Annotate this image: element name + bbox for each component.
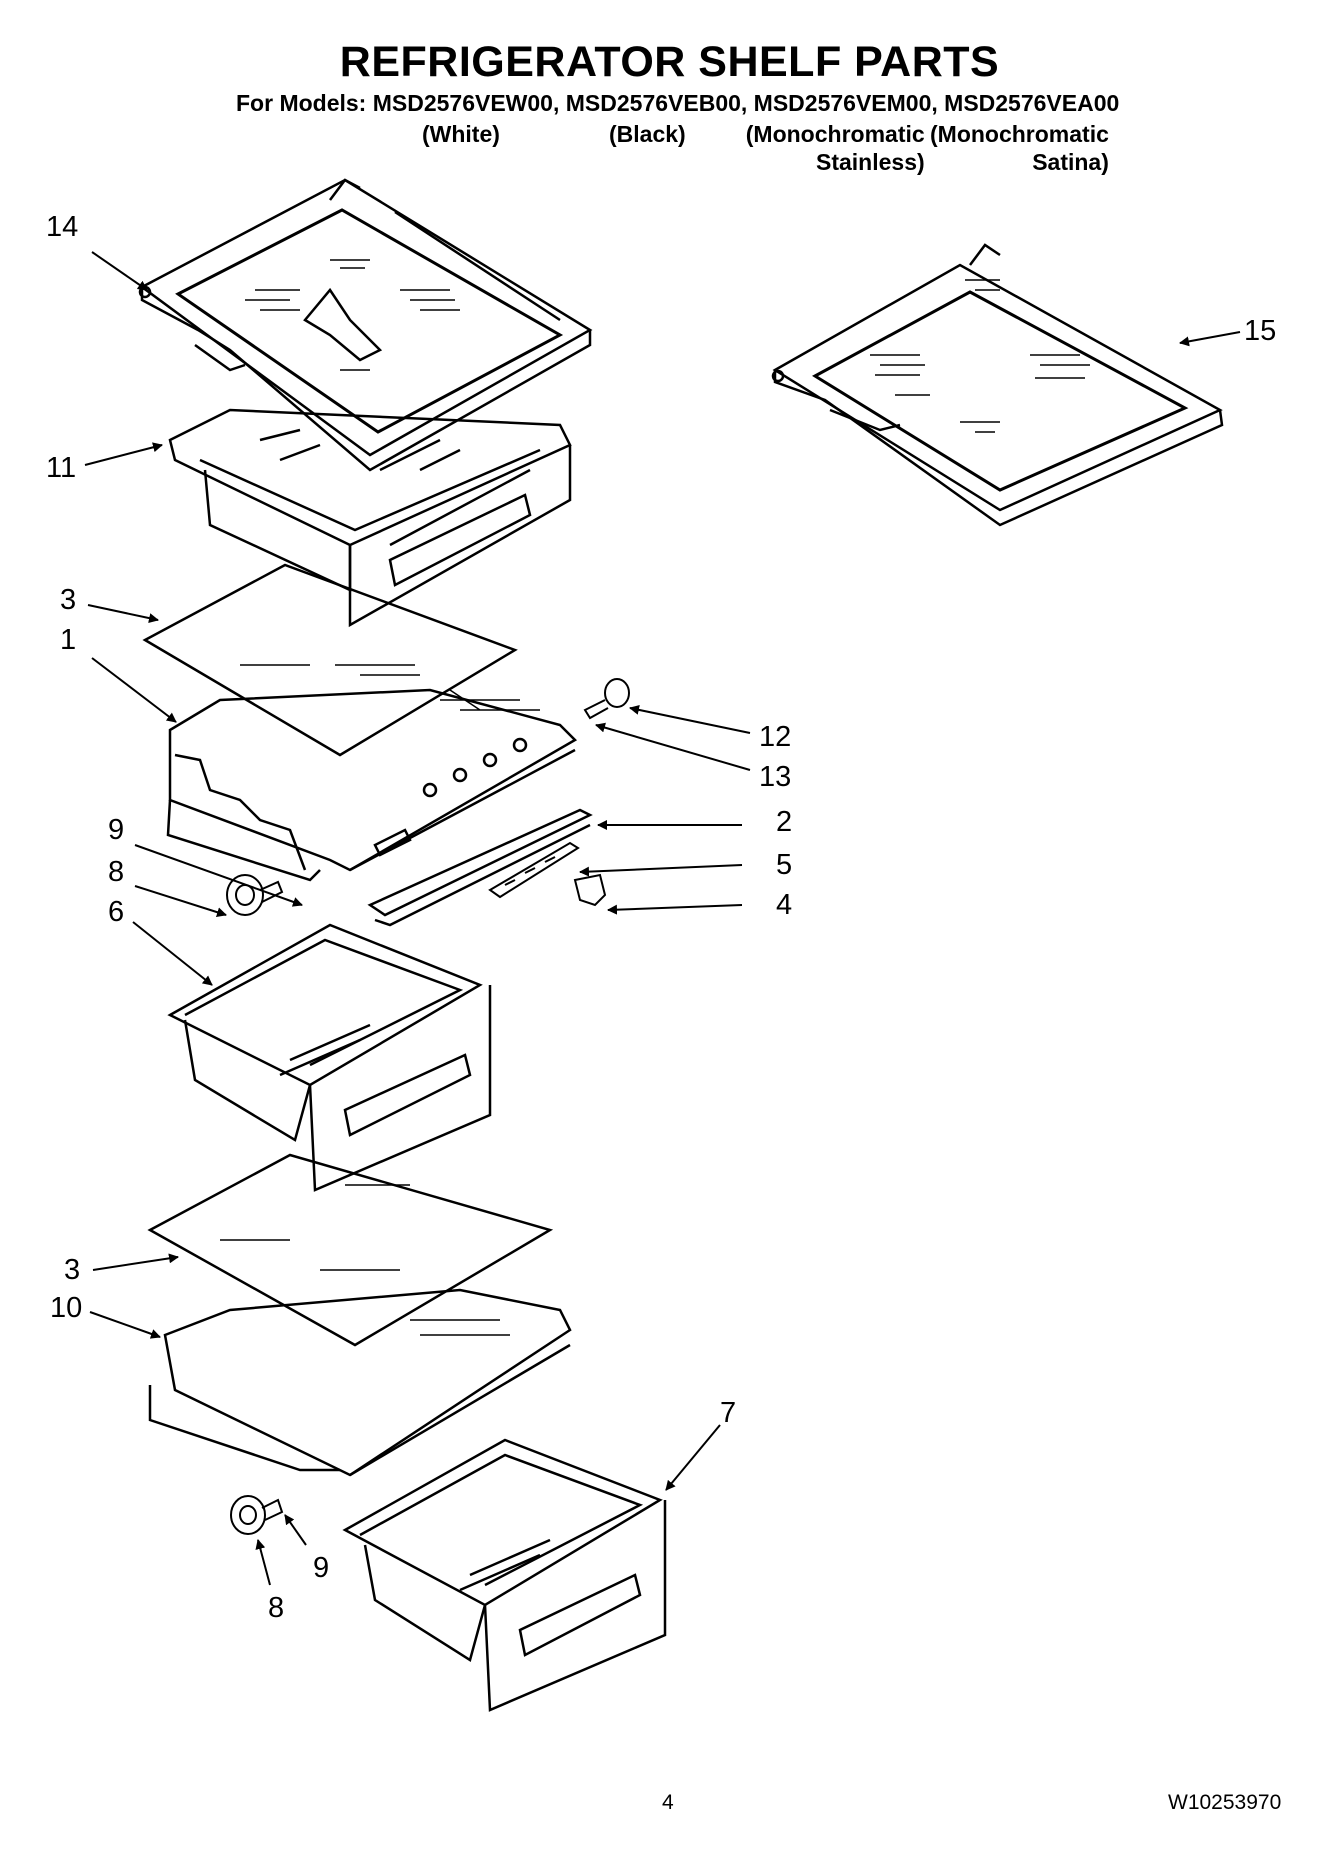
leader-12 xyxy=(629,704,751,734)
leader-14 xyxy=(91,251,148,291)
part-5-bracket xyxy=(488,841,580,899)
variant-white: (White) xyxy=(422,121,500,147)
callout-13: 13 xyxy=(759,761,792,793)
callout-7: 7 xyxy=(720,1397,737,1429)
leader-9-lower xyxy=(284,1514,307,1546)
callout-8-lower: 8 xyxy=(268,1592,285,1624)
callout-14: 14 xyxy=(46,211,79,243)
part-4-clip xyxy=(573,873,607,907)
callout-5: 5 xyxy=(776,849,793,881)
header: REFRIGERATOR SHELF PARTS For Models: MSD… xyxy=(0,0,1339,190)
leader-4 xyxy=(607,904,743,915)
part-15-shelf xyxy=(771,243,1224,527)
variant-mono-satina: (Monochromatic Satina) xyxy=(930,120,1109,176)
leader-1 xyxy=(91,657,177,723)
callout-4: 4 xyxy=(776,889,793,921)
page-number: 4 xyxy=(662,1791,674,1814)
variant-mono-satina-line1: (Monochromatic xyxy=(930,121,1109,147)
leader-15 xyxy=(1179,331,1241,347)
part-12-knob xyxy=(583,678,630,720)
part-10-frame xyxy=(148,1288,572,1477)
variant-mono-stainless: (Monochromatic Stainless) xyxy=(734,120,925,176)
leader-7 xyxy=(665,1424,721,1491)
callout-11: 11 xyxy=(46,452,77,484)
callout-3-upper: 3 xyxy=(60,584,77,616)
leader-3-upper xyxy=(87,604,159,624)
callout-8-upper: 8 xyxy=(108,856,125,888)
variant-mono-stainless-line2: Stainless) xyxy=(816,149,925,175)
document-number: W10253970 xyxy=(1168,1791,1282,1814)
callout-3-lower: 3 xyxy=(64,1254,81,1286)
callout-leaders xyxy=(84,251,1241,1586)
part-2-rail xyxy=(367,808,593,927)
part-7-drawer xyxy=(342,1438,667,1712)
callout-9-lower: 9 xyxy=(313,1552,330,1584)
leader-11 xyxy=(84,442,163,466)
callout-15: 15 xyxy=(1244,315,1277,347)
callout-9-upper: 9 xyxy=(108,814,125,846)
leader-10 xyxy=(89,1311,161,1339)
page-title: REFRIGERATOR SHELF PARTS xyxy=(339,38,1000,86)
models-line: For Models: MSD2576VEW00, MSD2576VEB00, … xyxy=(236,90,1120,116)
leader-8-lower xyxy=(255,1539,271,1586)
variant-black: (Black) xyxy=(609,121,686,147)
part-14-shelf xyxy=(138,178,593,472)
leader-6 xyxy=(132,921,213,986)
callout-2: 2 xyxy=(776,806,793,838)
part-11-drawer xyxy=(168,408,572,628)
callout-12: 12 xyxy=(759,721,792,753)
part-6-drawer xyxy=(167,923,492,1192)
part-3-glass-lower xyxy=(147,1153,554,1347)
part-3-glass-upper xyxy=(142,563,518,757)
leader-5 xyxy=(579,864,743,877)
leader-8-upper xyxy=(134,885,227,918)
callout-1: 1 xyxy=(60,624,77,656)
leader-13 xyxy=(595,722,751,771)
leader-9-upper xyxy=(134,844,303,907)
variant-mono-satina-line2: Satina) xyxy=(1032,149,1109,175)
callout-10: 10 xyxy=(50,1292,83,1324)
callout-6: 6 xyxy=(108,896,125,928)
leader-3-lower xyxy=(92,1253,179,1271)
part-1-frame xyxy=(166,688,578,882)
variant-mono-stainless-line1: (Monochromatic xyxy=(745,121,925,147)
part-8-roller-lower xyxy=(230,1495,284,1535)
